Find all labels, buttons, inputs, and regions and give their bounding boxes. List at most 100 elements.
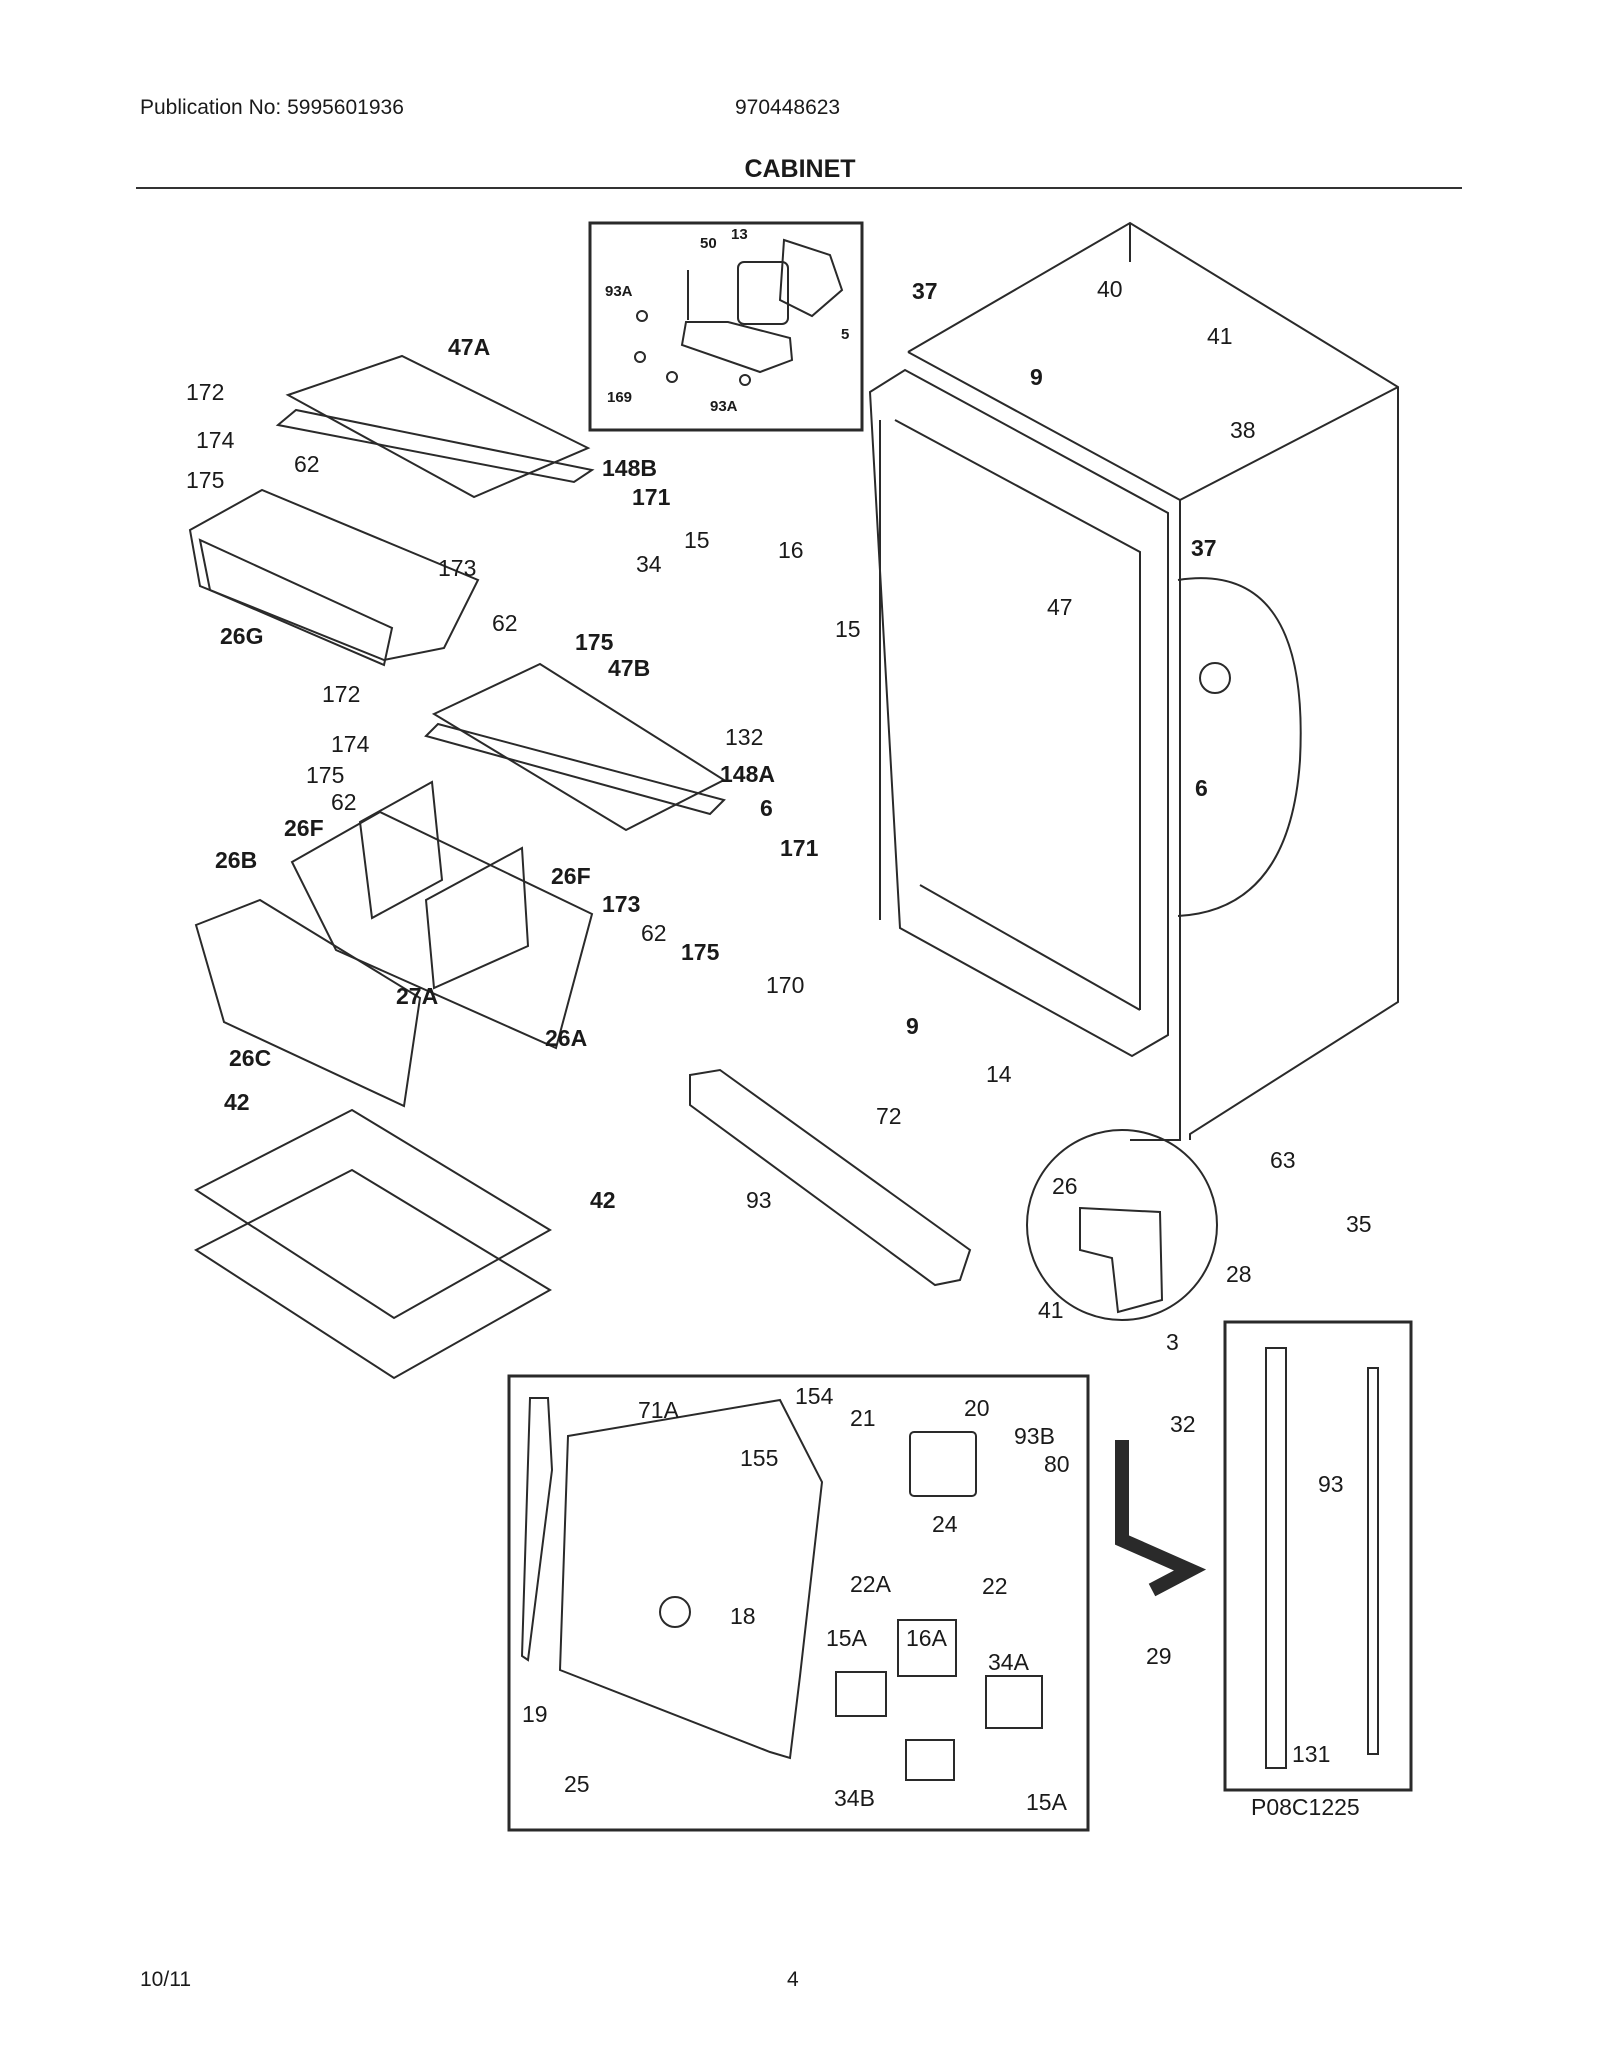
- fan-motor-assembly: [634, 238, 844, 386]
- callout-63: 63: [1270, 1147, 1296, 1173]
- callout-93-b: 93: [1318, 1471, 1344, 1497]
- callout-24: 24: [932, 1511, 958, 1537]
- callout-148b: 148B: [602, 455, 657, 481]
- callout-26f: 26F: [284, 815, 324, 841]
- callout-18: 18: [730, 1603, 756, 1629]
- callout-15-b: 15: [835, 616, 861, 642]
- crisper-drawer-26G: [188, 488, 480, 667]
- callout-62-b: 62: [492, 610, 518, 636]
- callout-28: 28: [1226, 1261, 1252, 1287]
- callout-93b: 93B: [1014, 1423, 1055, 1449]
- inset-control-panel: [507, 1374, 1090, 1832]
- glass-shelf-47B: [424, 662, 727, 832]
- callout-5: 5: [841, 326, 849, 343]
- callout-148a: 148A: [720, 761, 775, 787]
- callout-173-b: 173: [602, 891, 640, 917]
- callout-47b: 47B: [608, 655, 650, 681]
- callout-41-b: 41: [1038, 1297, 1064, 1323]
- callout-26c: 26C: [229, 1045, 271, 1071]
- callout-155: 155: [740, 1445, 778, 1471]
- cabinet-body: [868, 221, 1399, 1141]
- inset-fan-motor: [588, 221, 864, 432]
- callout-34a: 34A: [988, 1649, 1030, 1675]
- callout-13: 13: [731, 226, 748, 243]
- callout-42-b: 42: [590, 1187, 616, 1213]
- callout-35: 35: [1346, 1211, 1372, 1237]
- callout-154: 154: [795, 1383, 834, 1409]
- callout-62: 62: [294, 451, 320, 477]
- callout-93: 93: [746, 1187, 772, 1213]
- rail-parts: [1265, 1347, 1379, 1769]
- callout-175-b: 175: [575, 629, 614, 655]
- model-number: 970448623: [735, 96, 841, 119]
- callout-41: 41: [1207, 323, 1233, 349]
- callout-174: 174: [196, 427, 235, 453]
- callout-50: 50: [700, 235, 717, 252]
- callout-20: 20: [964, 1395, 990, 1421]
- callout-62-c: 62: [331, 789, 357, 815]
- inset-rail: [1223, 1320, 1413, 1792]
- callout-22a: 22A: [850, 1571, 892, 1597]
- callout-72: 72: [876, 1103, 902, 1129]
- callout-47: 47: [1047, 594, 1073, 620]
- callout-172-b: 172: [322, 681, 360, 707]
- callout-26a: 26A: [545, 1025, 587, 1051]
- crisper-drawers-26A: [194, 780, 594, 1108]
- callout-175: 175: [186, 467, 224, 493]
- callout-22: 22: [982, 1573, 1008, 1599]
- wire-shelves-42: [194, 1108, 552, 1380]
- callout-14: 14: [986, 1061, 1012, 1087]
- callout-32: 32: [1170, 1411, 1196, 1437]
- page-title: CABINET: [744, 155, 856, 183]
- callout-15: 15: [684, 527, 710, 553]
- control-panel-parts: [520, 1397, 1043, 1781]
- callout-27a: 27A: [396, 983, 438, 1009]
- callout-37-b: 37: [1191, 535, 1217, 561]
- callout-26g: 26G: [220, 623, 263, 649]
- footer-page-number: 4: [787, 1968, 799, 1991]
- callout-174-b: 174: [331, 731, 370, 757]
- callout-42: 42: [224, 1089, 250, 1115]
- callout-6: 6: [760, 795, 773, 821]
- callout-9: 9: [1030, 364, 1043, 390]
- callout-175-d: 175: [681, 939, 720, 965]
- callout-80: 80: [1044, 1451, 1070, 1477]
- callout-62-d: 62: [641, 920, 667, 946]
- callout-132: 132: [725, 724, 763, 750]
- callout-9-b: 9: [906, 1013, 919, 1039]
- callout-26: 26: [1052, 1173, 1078, 1199]
- header-rule: [136, 187, 1462, 189]
- callout-34: 34: [636, 551, 662, 577]
- callout-171: 171: [632, 484, 671, 510]
- callout-34b: 34B: [834, 1785, 875, 1811]
- callout-15a-b: 15A: [1026, 1789, 1068, 1815]
- callout-93a: 93A: [605, 283, 633, 300]
- footer-date: 10/11: [140, 1968, 191, 1991]
- drain-tube-29: [1115, 1440, 1207, 1597]
- callout-175-c: 175: [306, 762, 344, 788]
- callout-25: 25: [564, 1771, 590, 1797]
- callout-170: 170: [766, 972, 804, 998]
- diagram-code: P08C1225: [1251, 1794, 1360, 1820]
- callout-29: 29: [1146, 1643, 1172, 1669]
- callout-38: 38: [1230, 417, 1256, 443]
- callout-26b: 26B: [215, 847, 257, 873]
- callout-37: 37: [912, 278, 938, 304]
- callout-173: 173: [438, 555, 476, 581]
- callout-6-b: 6: [1195, 775, 1208, 801]
- callout-15a: 15A: [826, 1625, 868, 1651]
- callout-71a: 71A: [638, 1397, 680, 1423]
- callout-19: 19: [522, 1701, 548, 1727]
- grille-72: [689, 1068, 972, 1287]
- callout-131: 131: [1292, 1741, 1330, 1767]
- callout-40: 40: [1097, 276, 1123, 302]
- callout-labels: 13 50 93A 5 169 93A 37 40 41 9 38 37 47A…: [186, 226, 1372, 1820]
- callout-171-b: 171: [780, 835, 819, 861]
- callout-16a: 16A: [906, 1625, 948, 1651]
- top-glass-shelf: [275, 354, 595, 499]
- callout-26f-b: 26F: [551, 863, 591, 889]
- publication-number: Publication No: 5995601936: [140, 96, 404, 119]
- callout-16: 16: [778, 537, 804, 563]
- callout-47a: 47A: [448, 334, 490, 360]
